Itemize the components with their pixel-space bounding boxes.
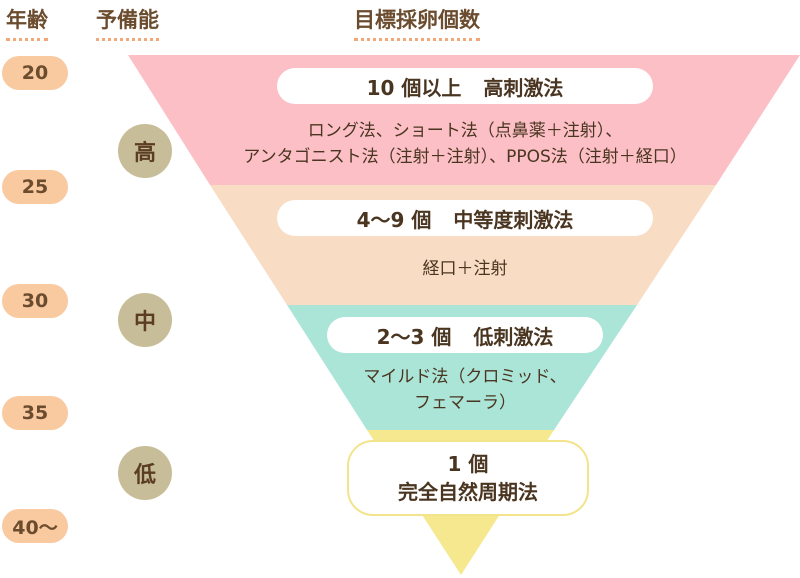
tier-low-method: 低刺激法	[473, 324, 554, 349]
reserve-level-low: 低	[118, 446, 172, 500]
tier-high-description: ロング法、ショート法（点鼻薬＋注射）、 アンタゴニスト法（注射＋注射）、PPOS…	[230, 118, 700, 170]
tier-moderate-description: 経口＋注射	[300, 256, 630, 282]
header-target-egg-count: 目標採卵個数	[354, 4, 480, 41]
tier-natural-count: 1 個	[447, 452, 489, 476]
tier-low-count: 2～3 個	[376, 324, 452, 349]
tier-low-description: マイルド法（クロミッド、 フェマーラ）	[330, 364, 600, 416]
tier-natural-label: 1 個 完全自然周期法	[347, 440, 589, 516]
header-ovarian-reserve: 予備能	[96, 4, 159, 41]
header-age: 年齢	[6, 4, 48, 41]
reserve-level-medium: 中	[118, 293, 172, 347]
age-label-40-plus: 40～	[2, 509, 68, 543]
reserve-level-high: 高	[118, 124, 172, 178]
tier-moderate-label: 4～9 個 中等度刺激法	[277, 200, 653, 236]
tier-high-label: 10 個以上 高刺激法	[277, 68, 653, 104]
age-label-20: 20	[2, 56, 68, 90]
tier-high-method: 高刺激法	[483, 75, 564, 100]
tier-high-description-line: ロング法、ショート法（点鼻薬＋注射）、	[307, 121, 623, 141]
tier-moderate-description-line: 経口＋注射	[422, 259, 508, 279]
tier-moderate-method: 中等度刺激法	[453, 207, 574, 232]
tier-high-count: 10 個以上	[366, 75, 462, 100]
tier-natural-method: 完全自然周期法	[398, 480, 538, 504]
tier-moderate-count: 4～9 個	[356, 207, 432, 232]
tier-low-description-line: フェマーラ）	[414, 393, 516, 413]
age-label-35: 35	[2, 396, 68, 430]
age-label-25: 25	[2, 170, 68, 204]
tier-low-label: 2～3 個 低刺激法	[327, 317, 603, 353]
age-label-30: 30	[2, 284, 68, 318]
tier-low-description-line: マイルド法（クロミッド、	[363, 367, 567, 387]
tier-high-description-line: アンタゴニスト法（注射＋注射）、PPOS法（注射＋経口）	[243, 147, 687, 167]
